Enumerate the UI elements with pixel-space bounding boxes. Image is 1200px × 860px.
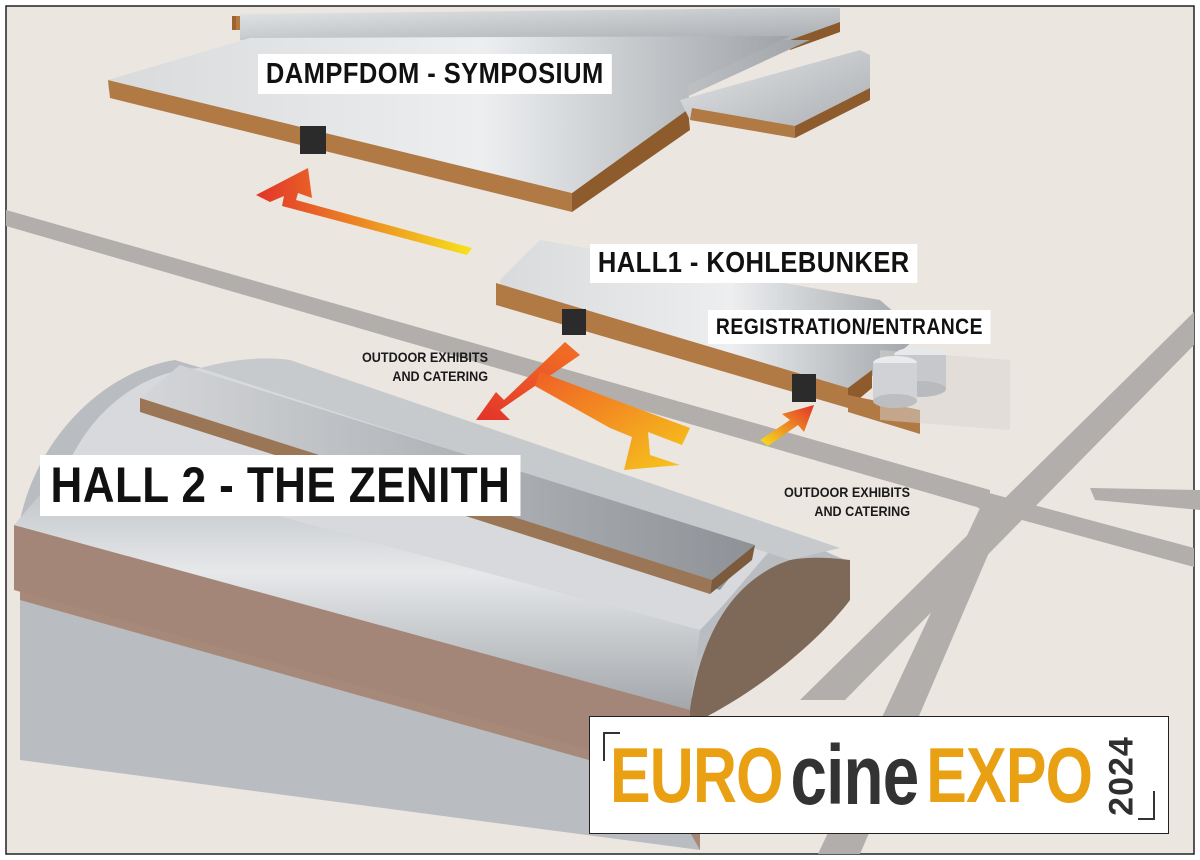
outdoor-note-top-line1: OUTDOOR EXHIBITS xyxy=(361,349,488,365)
outdoor-note-top-line2: AND CATERING xyxy=(392,368,488,384)
hall2-label: HALL 2 - THE ZENITH xyxy=(40,455,521,516)
outdoor-note-bottom-line2: AND CATERING xyxy=(814,503,910,519)
eurocineexpo-logo: EURO cine EXPO 2024 xyxy=(589,716,1169,834)
roads xyxy=(6,210,1200,854)
hall1-label: HALL1 - KOHLEBUNKER xyxy=(590,244,918,283)
outdoor-note-top: OUTDOOR EXHIBITS AND CATERING xyxy=(362,348,488,386)
dampfdom-building xyxy=(108,8,870,212)
direction-arrows xyxy=(256,168,814,470)
logo-corner-brackets xyxy=(603,732,1155,820)
outdoor-note-bottom-line1: OUTDOOR EXHIBITS xyxy=(783,484,910,500)
outdoor-note-bottom: OUTDOOR EXHIBITS AND CATERING xyxy=(784,483,910,521)
dampfdom-label: DAMPFDOM - SYMPOSIUM xyxy=(258,54,612,94)
logo-expo: EXPO xyxy=(926,730,1093,819)
logo-wordmark: EURO cine EXPO xyxy=(610,725,1093,825)
logo-euro: EURO xyxy=(610,730,783,819)
registration-label: REGISTRATION/ENTRANCE xyxy=(708,310,991,344)
logo-cine: cine xyxy=(790,727,919,822)
logo-year-text: 2024 xyxy=(1102,736,1141,816)
